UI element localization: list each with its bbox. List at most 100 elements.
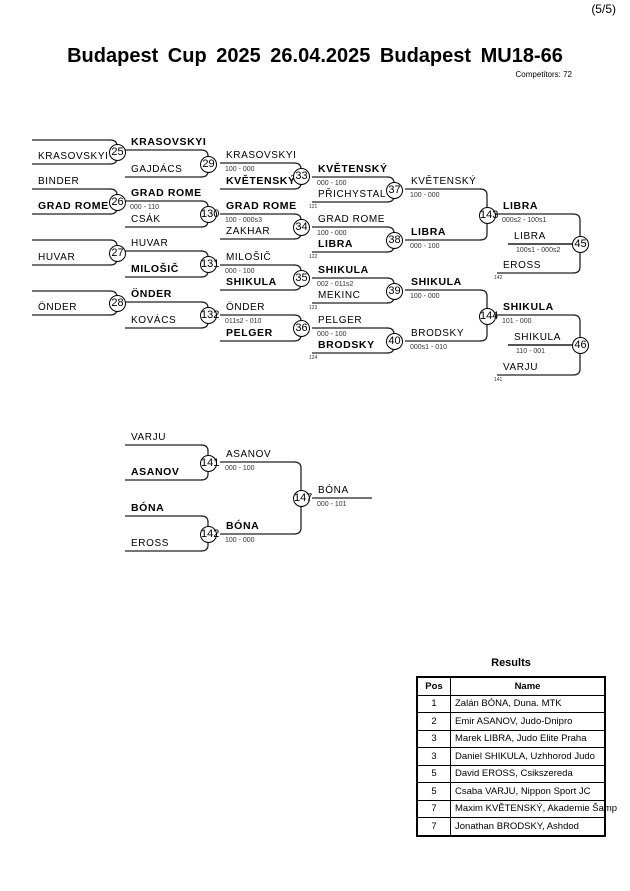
match-number: 28 (109, 295, 126, 312)
result-name: Daniel SHIKULA, Uzhhorod Judo (450, 747, 606, 766)
match-number: 27 (109, 244, 126, 262)
slot-note: 121 (309, 204, 318, 210)
competitor-name: BÓNA (226, 520, 260, 532)
match-number: 37 (386, 181, 403, 199)
competitor-name: VARJU (131, 432, 167, 443)
header-pos: Pos (416, 676, 451, 696)
competitor-name: KVĚTENSKÝ (318, 163, 388, 175)
page-title: Budapest Cup 2025 26.04.2025 Budapest MU… (67, 45, 563, 67)
competitor-name: GRAD ROME (38, 200, 109, 212)
result-name: Csaba VARJU, Nippon Sport JC (450, 782, 606, 801)
match-score: 100 - 000 (225, 537, 255, 544)
competitor-name: ÖNDER (226, 302, 266, 313)
match-score: 100 - 000s3 (225, 217, 262, 224)
result-name: David EROSS, Csikszereda (450, 764, 606, 783)
results-title: Results (491, 657, 531, 669)
competitor-name: VARJU (503, 362, 539, 373)
competitors-count: Competitors: 72 (515, 70, 572, 79)
competitor-name: PELGER (318, 315, 363, 326)
result-pos: 5 (416, 764, 451, 783)
match-number: 132 (200, 307, 219, 324)
competitor-name: ÖNDER (38, 302, 78, 313)
competitor-name: HUVAR (38, 252, 76, 263)
competitor-name: KOVÁCS (131, 315, 177, 326)
match-score: 000 - 100 (410, 243, 440, 250)
competitor-name: PŘICHYSTAL (318, 189, 387, 200)
results-header-row: Pos Name (416, 676, 606, 696)
header-name: Name (450, 676, 606, 696)
match-number: 46 (572, 337, 589, 354)
result-pos: 5 (416, 782, 451, 801)
match-number: 39 (386, 282, 403, 300)
match-number: 36 (293, 320, 310, 337)
competitor-name: SHIKULA (411, 276, 462, 288)
result-pos: 3 (416, 729, 451, 748)
match-score: 110 - 001 (516, 348, 546, 355)
match-number: 130 (200, 206, 219, 223)
competitor-name: ÖNDER (131, 288, 172, 300)
match-number: 33 (293, 168, 310, 185)
match-number: 131 (200, 256, 219, 273)
match-number: 141 (200, 454, 219, 472)
slot-note: 141 (494, 377, 503, 383)
match-number: 40 (386, 332, 403, 350)
match-number: 143 (479, 206, 498, 224)
match-number: 35 (293, 269, 310, 287)
slot-note: 124 (309, 355, 318, 361)
match-score: 011s2 - 010 (225, 318, 262, 325)
match-score: 002 - 011s2 (317, 281, 354, 288)
result-pos: 3 (416, 747, 451, 766)
result-pos: 7 (416, 817, 451, 836)
result-name: Marek LIBRA, Judo Elite Praha (450, 729, 606, 748)
match-score: 000s2 - 100s1 (502, 217, 547, 224)
match-score: 000s1 - 010 (410, 344, 447, 351)
slot-note: 123 (309, 305, 318, 311)
match-number: 38 (386, 231, 403, 249)
match-score: 000 - 100 (317, 331, 347, 338)
competitor-name: GRAD ROME (318, 214, 386, 225)
match-number: 45 (572, 235, 589, 253)
result-name: Zalán BÓNA, Duna. MTK (450, 694, 606, 713)
match-score: 000 - 100 (225, 268, 255, 275)
competitor-name: ZAKHAR (226, 226, 271, 237)
match-score: 000 - 100 (225, 465, 255, 472)
match-number: 29 (200, 155, 217, 173)
competitor-name: PELGER (226, 327, 273, 339)
competitor-name: CSÁK (131, 214, 161, 225)
competitor-name: EROSS (503, 260, 542, 271)
competitor-name: LIBRA (411, 226, 447, 238)
competitor-name: LIBRA (514, 231, 546, 242)
competitor-name: BÓNA (131, 502, 165, 514)
match-number: 147 (293, 490, 312, 507)
competitor-name: SHIKULA (514, 332, 561, 343)
competitor-name: GRAD ROME (226, 200, 297, 212)
competitor-name: BRODSKY (411, 328, 465, 339)
result-pos: 7 (416, 799, 451, 818)
match-number: 144 (479, 307, 498, 325)
result-name: Emir ASANOV, Judo-Dnipro (450, 712, 606, 731)
competitor-name: LIBRA (503, 200, 539, 212)
competitor-name: MILOŠIČ (226, 252, 272, 263)
competitor-name: BRODSKY (318, 339, 375, 351)
competitor-name: EROSS (131, 538, 170, 549)
competitor-name: KRASOVSKYI (226, 150, 297, 161)
competitor-name: KVĚTENSKÝ (226, 175, 296, 187)
competitor-name: GAJDÁCS (131, 164, 183, 175)
result-name: Jonathan BRODSKY, Ashdod (450, 817, 606, 836)
result-pos: 1 (416, 694, 451, 713)
competitor-name: BÓNA (318, 485, 349, 496)
match-number: 142 (200, 525, 219, 543)
match-score: 000 - 101 (317, 501, 347, 508)
match-number: 26 (109, 193, 126, 211)
competitor-name: ASANOV (131, 466, 180, 478)
slot-note: 122 (309, 254, 318, 260)
competitor-name: LIBRA (318, 238, 354, 250)
competitor-name: KRASOVSKYI (131, 136, 207, 148)
